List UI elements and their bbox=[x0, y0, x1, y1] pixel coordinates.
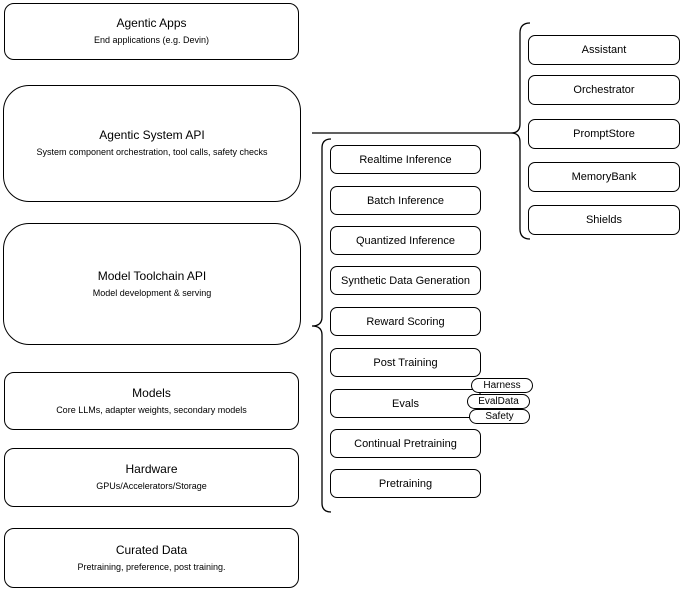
node-subtitle: Pretraining, preference, post training. bbox=[77, 561, 226, 572]
node-realtime-inference: Realtime Inference bbox=[330, 145, 481, 174]
node-title: Agentic Apps bbox=[116, 16, 187, 31]
node-assistant: Assistant bbox=[528, 35, 680, 65]
node-label: Post Training bbox=[373, 356, 438, 369]
node-label: PromptStore bbox=[573, 128, 635, 140]
node-subtitle: Core LLMs, adapter weights, secondary mo… bbox=[56, 404, 247, 415]
node-label: Shields bbox=[585, 214, 623, 226]
node-title: Model Toolchain API bbox=[97, 268, 207, 283]
node-label: Evals bbox=[392, 397, 419, 410]
node-model-toolchain-api: Model Toolchain API Model development & … bbox=[3, 223, 301, 345]
tag-safety: Safety bbox=[469, 409, 530, 424]
node-subtitle: System component orchestration, tool cal… bbox=[36, 147, 268, 158]
node-synthetic-data-generation: Synthetic Data Generation bbox=[330, 266, 481, 295]
node-batch-inference: Batch Inference bbox=[330, 186, 481, 215]
node-post-training: Post Training bbox=[330, 348, 481, 377]
brace-toolchain-components bbox=[311, 138, 332, 513]
node-curated-data: Curated Data Pretraining, preference, po… bbox=[4, 528, 299, 588]
node-label: Realtime Inference bbox=[359, 153, 452, 166]
node-label: Synthetic Data Generation bbox=[340, 274, 471, 287]
node-label: Batch Inference bbox=[366, 194, 445, 207]
node-label: Assistant bbox=[581, 44, 627, 56]
node-evals: Evals bbox=[330, 389, 481, 418]
tag-evaldata: EvalData bbox=[467, 394, 530, 409]
node-label: Orchestrator bbox=[573, 84, 635, 96]
node-reward-scoring: Reward Scoring bbox=[330, 307, 481, 336]
node-title: Hardware bbox=[125, 462, 178, 477]
tag-harness: Harness bbox=[471, 378, 533, 393]
node-label: Pretraining bbox=[378, 477, 433, 490]
node-memorybank: MemoryBank bbox=[528, 162, 680, 192]
node-subtitle: End applications (e.g. Devin) bbox=[93, 35, 210, 46]
node-pretraining: Pretraining bbox=[330, 469, 481, 498]
node-subtitle: GPUs/Accelerators/Storage bbox=[96, 481, 207, 492]
node-promptstore: PromptStore bbox=[528, 119, 680, 149]
tag-label: EvalData bbox=[478, 396, 519, 407]
node-subtitle: Model development & serving bbox=[92, 287, 212, 298]
node-agentic-system-api: Agentic System API System component orch… bbox=[3, 85, 301, 202]
tag-label: Harness bbox=[483, 380, 521, 391]
node-label: Reward Scoring bbox=[366, 315, 445, 328]
node-shields: Shields bbox=[528, 205, 680, 235]
node-hardware: Hardware GPUs/Accelerators/Storage bbox=[4, 448, 299, 507]
node-orchestrator: Orchestrator bbox=[528, 75, 680, 105]
node-label: MemoryBank bbox=[571, 171, 637, 183]
node-title: Models bbox=[132, 385, 171, 400]
node-models: Models Core LLMs, adapter weights, secon… bbox=[4, 372, 299, 430]
node-title: Agentic System API bbox=[99, 128, 205, 143]
node-continual-pretraining: Continual Pretraining bbox=[330, 429, 481, 458]
node-label: Continual Pretraining bbox=[354, 437, 457, 450]
node-quantized-inference: Quantized Inference bbox=[330, 226, 481, 255]
node-agentic-apps: Agentic Apps End applications (e.g. Devi… bbox=[4, 3, 299, 60]
node-title: Curated Data bbox=[115, 542, 188, 557]
node-label: Quantized Inference bbox=[355, 234, 456, 247]
tag-label: Safety bbox=[485, 411, 514, 422]
